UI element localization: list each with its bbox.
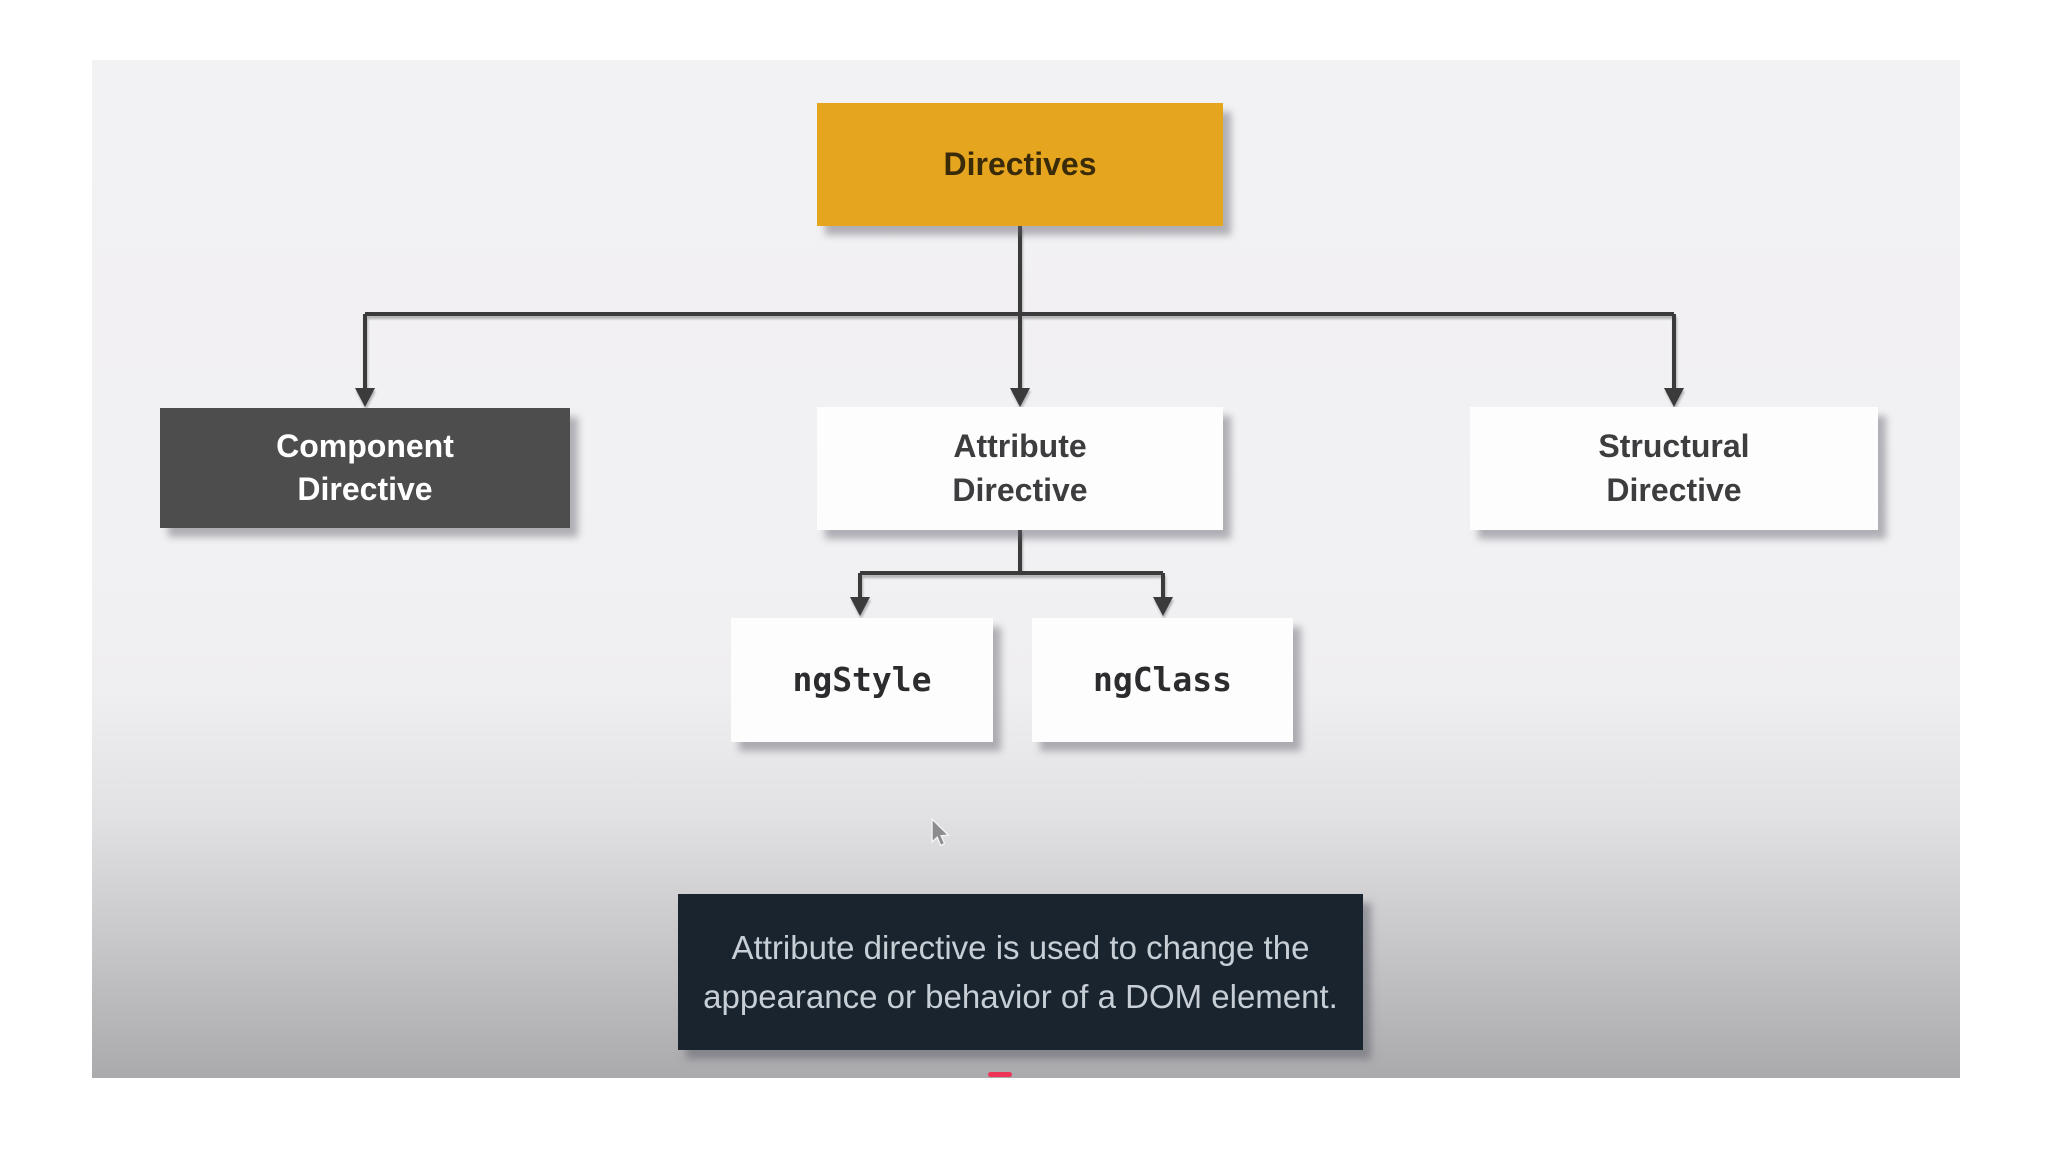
node-component-label-line1: Component <box>276 427 454 464</box>
node-component-label-line2: Directive <box>297 471 433 507</box>
node-attribute-label-line2: Directive <box>952 471 1088 508</box>
definition-note-line1: Attribute directive is used to change th… <box>731 928 1310 966</box>
node-directives: Directives <box>817 103 1223 226</box>
connector-level-2 <box>850 530 1173 616</box>
connector-level-1 <box>355 226 1684 407</box>
node-structural-label-line1: Structural <box>1598 428 1750 465</box>
node-directives-label: Directives <box>943 145 1097 182</box>
node-ngstyle-label: ngStyle <box>792 659 932 699</box>
node-ngclass: ngClass <box>1032 618 1293 742</box>
definition-note-line2: appearance or behavior of a DOM element. <box>703 978 1338 1015</box>
node-component-directive: Component Directive <box>160 408 570 528</box>
node-ngclass-label: ngClass <box>1092 659 1233 699</box>
node-attribute-label-line1: Attribute <box>953 428 1087 465</box>
node-structural-label-line2: Directive <box>1606 471 1742 508</box>
slide-stage: Directives Component Directive Attribute… <box>92 60 1960 1078</box>
definition-note: Attribute directive is used to change th… <box>678 894 1363 1050</box>
arrow-pointer-icon <box>931 818 950 847</box>
node-attribute-directive: Attribute Directive <box>817 407 1223 530</box>
node-structural-directive: Structural Directive <box>1470 407 1878 530</box>
node-ngstyle: ngStyle <box>731 618 993 742</box>
progress-marker <box>988 1072 1012 1077</box>
